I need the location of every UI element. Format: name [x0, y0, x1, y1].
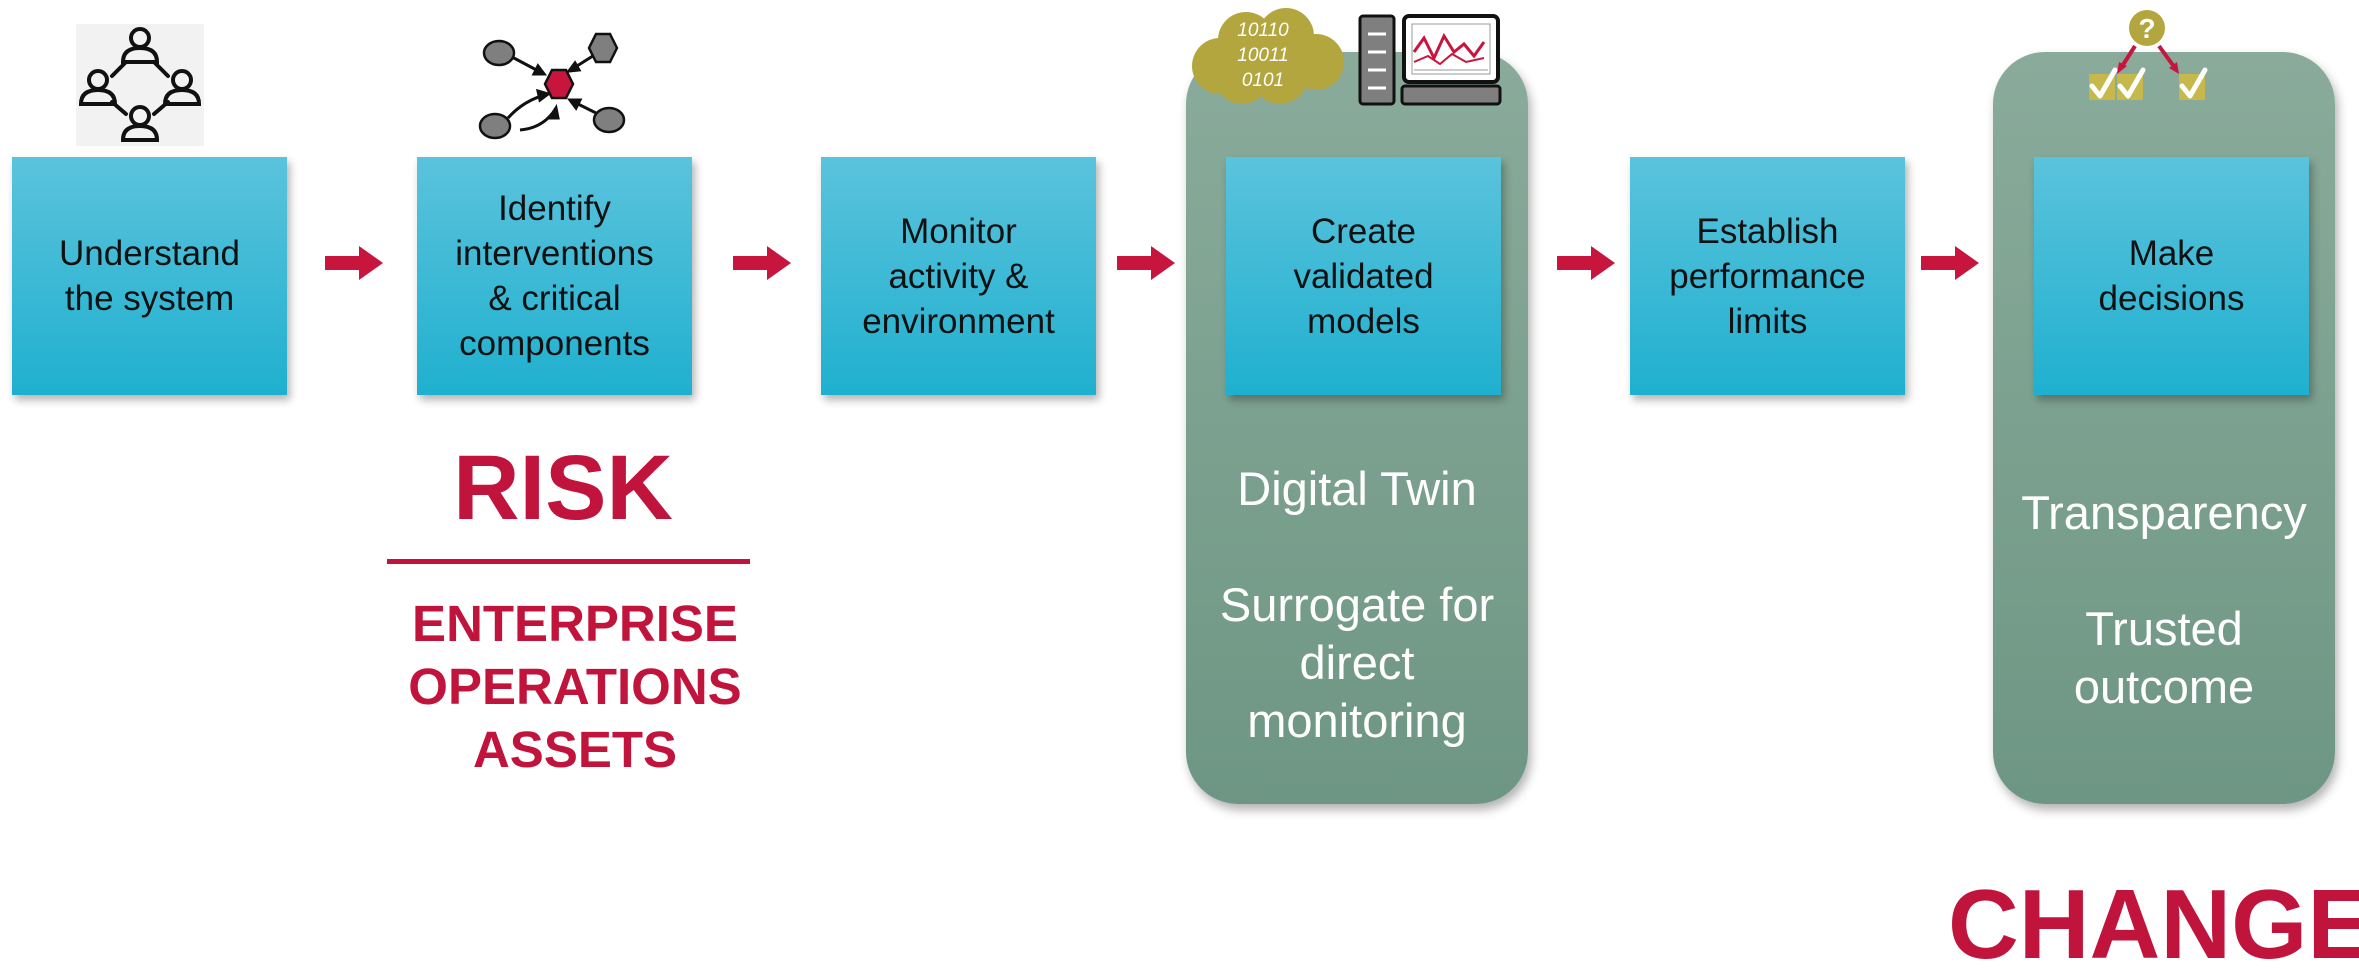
arrow-right-icon — [733, 246, 791, 280]
step-identify-interventions: Identify interventions & critical compon… — [417, 157, 692, 395]
step-understand-system: Understand the system — [12, 157, 287, 395]
data-cloud-icon — [1192, 8, 1344, 104]
step-label: Create validated models — [1293, 211, 1434, 341]
digital-twin-title: Digital Twin — [1237, 462, 1477, 515]
people-network-icon — [76, 24, 204, 146]
arrow-right-icon — [1921, 246, 1979, 280]
trusted-outcome-subtitle: Trusted outcome — [2073, 602, 2255, 713]
risk-item: ASSETS — [472, 721, 678, 778]
change-heading: CHANGE — [1948, 869, 2359, 979]
computer-monitor-icon — [1358, 14, 1502, 106]
risk-list: ENTERPRISE OPERATIONS ASSETS — [380, 592, 770, 781]
step-label: Understand the system — [59, 234, 240, 318]
arrow-right-icon — [1117, 246, 1175, 280]
svg-text:?: ? — [2138, 13, 2155, 44]
step-establish-limits: Establish performance limits — [1630, 157, 1905, 395]
step-create-models: Create validated models — [1226, 157, 1501, 395]
risk-heading: RISK — [453, 437, 673, 539]
step-label: Establish performance limits — [1669, 211, 1866, 341]
step-label: Make decisions — [2098, 234, 2245, 318]
decision-checkmarks-icon: ? — [2089, 10, 2208, 100]
step-monitor-activity: Monitor activity & environment — [821, 157, 1096, 395]
arrow-right-icon — [1557, 246, 1615, 280]
node-graph-icon — [478, 32, 626, 140]
digital-twin-subtitle: Surrogate for direct monitoring — [1219, 578, 1495, 747]
risk-divider — [387, 559, 750, 564]
step-make-decisions: Make decisions — [2034, 157, 2309, 395]
step-label: Identify interventions & critical compon… — [455, 189, 654, 363]
binary-data-text: 10110 10011 0101 — [1237, 20, 1289, 91]
arrow-right-icon — [325, 246, 383, 280]
step-label: Monitor activity & environment — [862, 211, 1055, 341]
transparency-title: Transparency — [2021, 486, 2307, 539]
risk-item: OPERATIONS — [408, 658, 742, 715]
risk-item: ENTERPRISE — [412, 595, 738, 652]
